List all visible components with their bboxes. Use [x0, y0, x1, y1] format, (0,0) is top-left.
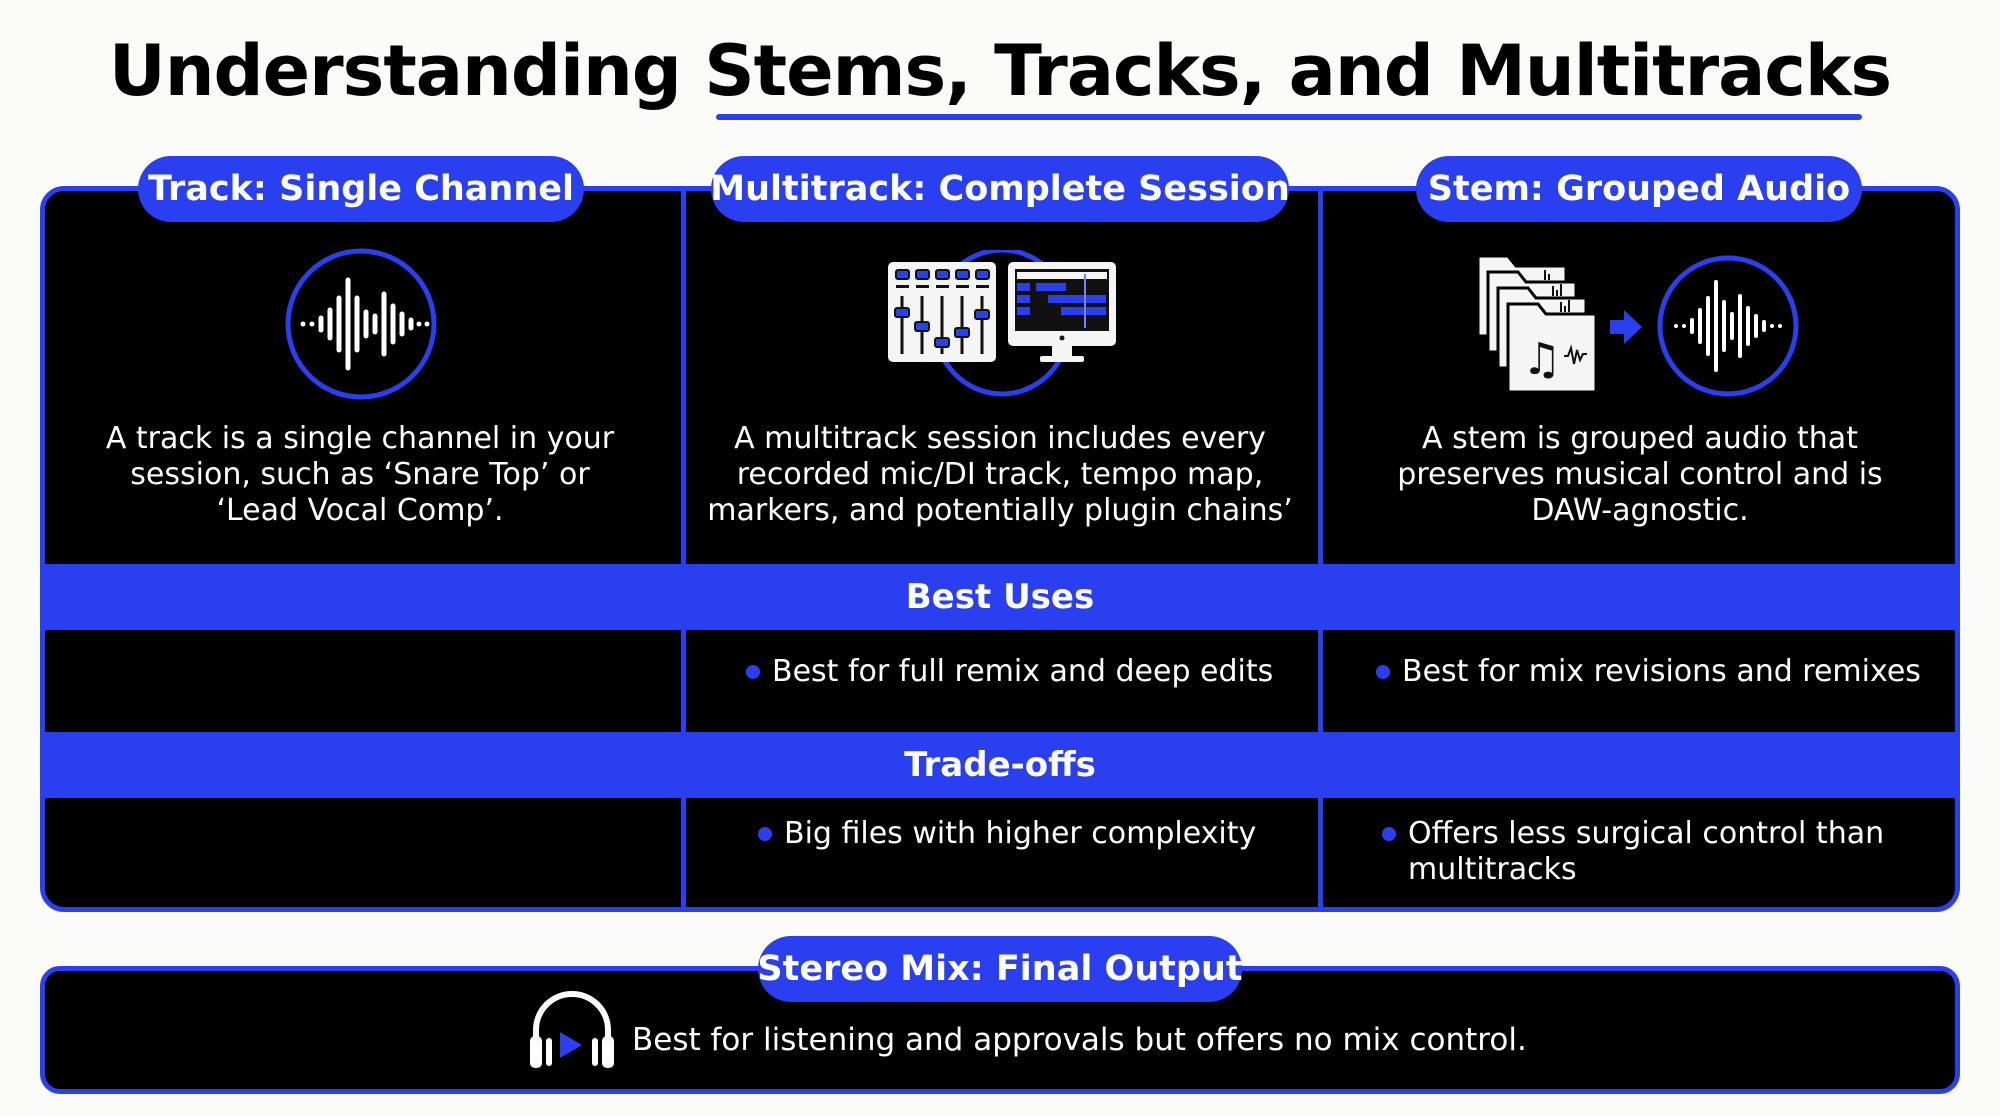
track-description: A track is a single channel in your sess… [105, 421, 615, 528]
headphones-play-icon [530, 991, 614, 1068]
best-uses-band: Best Uses [45, 564, 1955, 630]
multitrack-best-use: Best for full remix and deep edits [746, 654, 1286, 690]
svg-text:♫: ♫ [1522, 334, 1561, 385]
bullet-dot [758, 827, 772, 841]
multitrack-trade-off: Big files with higher complexity [758, 816, 1278, 852]
comparison-panel: Best Uses Trade-offs [40, 186, 1960, 912]
trade-offs-band: Trade-offs [45, 732, 1955, 798]
mixer-and-monitor-icon [888, 250, 1116, 397]
trade-offs-label: Trade-offs [904, 745, 1096, 785]
column-divider [1318, 630, 1323, 736]
column-divider [681, 191, 686, 569]
track-heading-pill: Track: Single Channel [138, 156, 584, 222]
stereo-mix-description: Best for listening and approvals but off… [632, 1022, 1527, 1058]
stem-description: A stem is grouped audio that preserves m… [1397, 421, 1883, 528]
page-title: Understanding Stems, Tracks, and Multitr… [108, 30, 1892, 112]
stereo-mix-heading-pill: Stereo Mix: Final Output [757, 936, 1243, 1002]
bullet-dot [1382, 827, 1396, 841]
multitrack-heading-pill: Multitrack: Complete Session [710, 156, 1290, 222]
bullet-dot [1376, 665, 1390, 679]
waveform-circle-icon [285, 248, 437, 400]
stem-best-use: Best for mix revisions and remixes [1376, 654, 1936, 690]
column-divider [681, 630, 686, 736]
column-divider [1318, 191, 1323, 569]
multitrack-description: A multitrack session includes every reco… [707, 421, 1293, 528]
stem-heading-pill: Stem: Grouped Audio [1416, 156, 1862, 222]
column-divider [1318, 798, 1323, 907]
bullet-dot [746, 665, 760, 679]
best-uses-label: Best Uses [905, 577, 1095, 617]
folders-to-waveform-icon: ♫ [1476, 254, 1799, 397]
column-divider [681, 798, 686, 907]
title-underline [716, 114, 1862, 120]
stem-trade-off: Offers less surgical control than multit… [1382, 816, 1902, 888]
